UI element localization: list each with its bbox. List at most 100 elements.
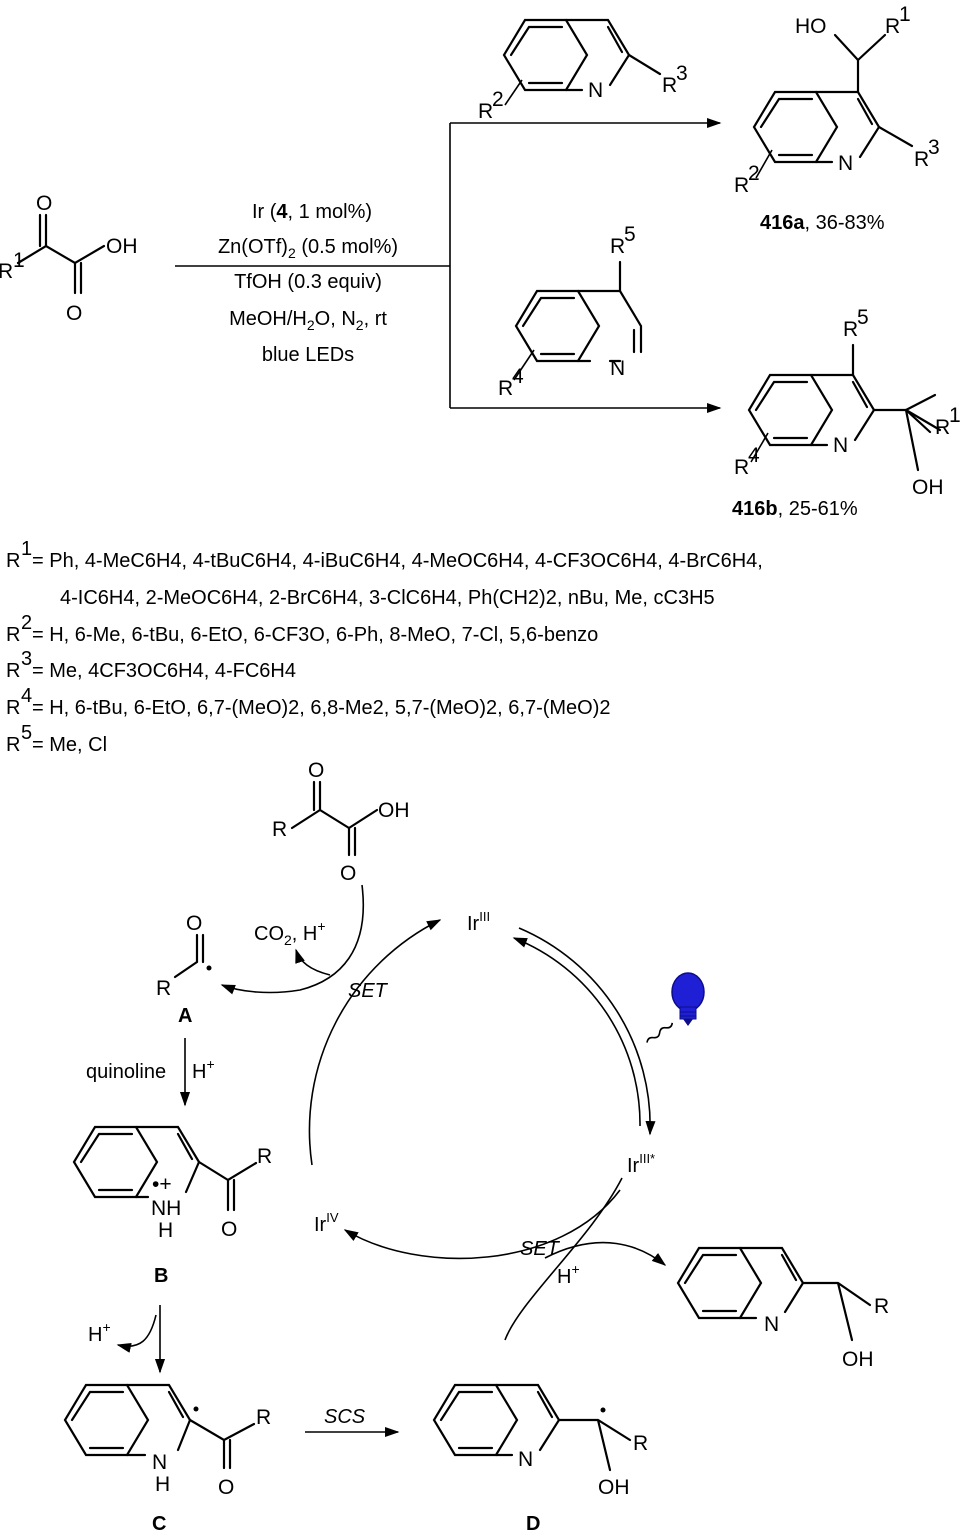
quinoline-reagent-2: N R 5 R 4 [498,223,643,400]
svg-text:H+: H+ [88,1319,111,1346]
svg-text:•+: •+ [152,1173,172,1196]
conditions-catalyst: Ir (4, 1 mol%) [252,201,372,223]
svg-text:1: 1 [899,3,911,26]
scs-label: SCS [324,1406,366,1428]
svg-text:1: 1 [949,404,961,427]
svg-text:1: 1 [21,538,32,560]
atom-R2: R [478,100,493,123]
atom-OH: OH [106,235,138,258]
svg-text:R: R [874,1295,889,1318]
step-C-to-D: SCS [305,1406,400,1438]
iridium-species: IrIII IrIII* IrIV [314,909,655,1236]
svg-text:R: R [498,377,513,400]
substituent-definitions: R 1 = Ph, 4-MeC6H4, 4-tBuC6H4, 4-iBuC6H4… [6,538,763,756]
r2-definition: = H, 6-Me, 6-tBu, 6-EtO, 6-CF3O, 6-Ph, 8… [32,624,598,646]
svg-text:quinoline: quinoline [86,1061,166,1083]
svg-text:OH: OH [598,1476,630,1499]
ir-iii: IrIII [467,909,490,935]
svg-text:N: N [838,152,853,175]
h-plus-label: H+ [557,1261,580,1288]
svg-text:5: 5 [624,223,636,246]
product-416a: HO R 1 N R 3 R 2 416a, 36-83% [734,3,940,234]
conditions-acid: TfOH (0.3 equiv) [234,271,382,293]
svg-text:2: 2 [21,612,32,634]
atom-R1: R [0,260,13,283]
svg-text:3: 3 [928,136,940,159]
conditions-solvent: MeOH/H2O, N2, rt [229,308,387,333]
set-label-1: SET [348,980,389,1002]
atom-N: N [588,79,603,102]
svg-text:H: H [158,1219,173,1242]
svg-text:N: N [764,1313,779,1336]
svg-text:R: R [256,1406,271,1429]
svg-text:N: N [518,1448,533,1471]
svg-text:R: R [734,174,749,197]
svg-text:R: R [610,235,625,258]
quinoline-reagent-1: N R 3 R 2 [478,18,688,123]
svg-text:R: R [6,660,20,682]
svg-text:R: R [6,550,20,572]
label-D: D [526,1513,540,1535]
atom-O: O [66,302,82,325]
svg-text:2: 2 [748,162,760,185]
decarboxylation-arrow: CO2, H+ SET [220,884,389,1002]
sup-1: 1 [13,249,25,272]
conditions: Ir (4, 1 mol%) Zn(OTf)2 (0.5 mol%) TfOH … [218,201,398,366]
svg-text:R: R [272,818,287,841]
svg-text:OH: OH [912,476,944,499]
svg-text:H: H [155,1473,170,1496]
svg-text:2: 2 [492,88,504,111]
catalytic-cycle [308,919,667,1341]
intermediate-A: O R A [156,912,212,1027]
r4-definition: = H, 6-tBu, 6-EtO, 6,7-(MeO)2, 6,8-Me2, … [32,697,611,719]
atom-O: O [36,192,52,215]
co2-label: CO2, H+ [254,918,326,948]
svg-text:O: O [186,912,202,935]
svg-text:O: O [218,1476,234,1499]
mechanism-keto-acid: O O OH R [272,759,410,885]
svg-text:R: R [6,624,20,646]
r5-definition: = Me, Cl [32,734,107,756]
svg-text:R: R [633,1432,648,1455]
svg-text:O: O [221,1218,237,1241]
r1-definition-line2: 4-IC6H4, 2-MeOC6H4, 2-BrC6H4, 3-ClC6H4, … [60,587,715,609]
svg-text:HO: HO [795,15,827,38]
svg-text:R: R [6,697,20,719]
svg-text:5: 5 [21,722,32,744]
conditions-light: blue LEDs [262,344,354,366]
intermediate-C: N H R O C [63,1383,271,1535]
product-416b: R 5 N R 1 OH R 4 416b, 25-61% [732,306,961,520]
svg-text:R: R [156,977,171,1000]
svg-text:3: 3 [21,648,32,670]
label-B: B [154,1265,168,1287]
svg-text:H+: H+ [192,1056,215,1083]
intermediate-D: N R OH D [432,1383,648,1535]
label-A: A [178,1005,192,1027]
svg-text:N: N [152,1451,167,1474]
svg-text:N: N [610,357,625,380]
svg-text:O: O [308,759,324,782]
svg-text:R: R [914,148,929,171]
ir-iv: IrIV [314,1210,339,1236]
product-416b-label: 416b, 25-61% [732,498,858,520]
svg-text:R: R [6,734,20,756]
r3-definition: = Me, 4CF3OC6H4, 4-FC6H4 [32,660,296,682]
step-B-to-C: H+ [88,1305,166,1374]
svg-text:R: R [734,456,749,479]
product-416a-label: 416a, 36-83% [760,212,885,234]
svg-text:4: 4 [512,365,524,388]
svg-text:N: N [833,434,848,457]
conditions-lewis-acid: Zn(OTf)2 (0.5 mol%) [218,236,398,261]
svg-text:R: R [843,318,858,341]
set-label-2: SET [520,1238,561,1260]
intermediate-B: NH •+ H R O B [72,1125,272,1287]
atom-R3: R [662,74,677,97]
svg-text:OH: OH [378,799,410,822]
step-A-to-B: quinoline H+ [86,1038,215,1107]
lightbulb-icon [646,972,705,1043]
label-C: C [152,1513,166,1535]
svg-text:OH: OH [842,1348,874,1371]
ir-iii-excited: IrIII* [627,1151,655,1177]
mechanism-product: N R OH [676,1246,889,1371]
